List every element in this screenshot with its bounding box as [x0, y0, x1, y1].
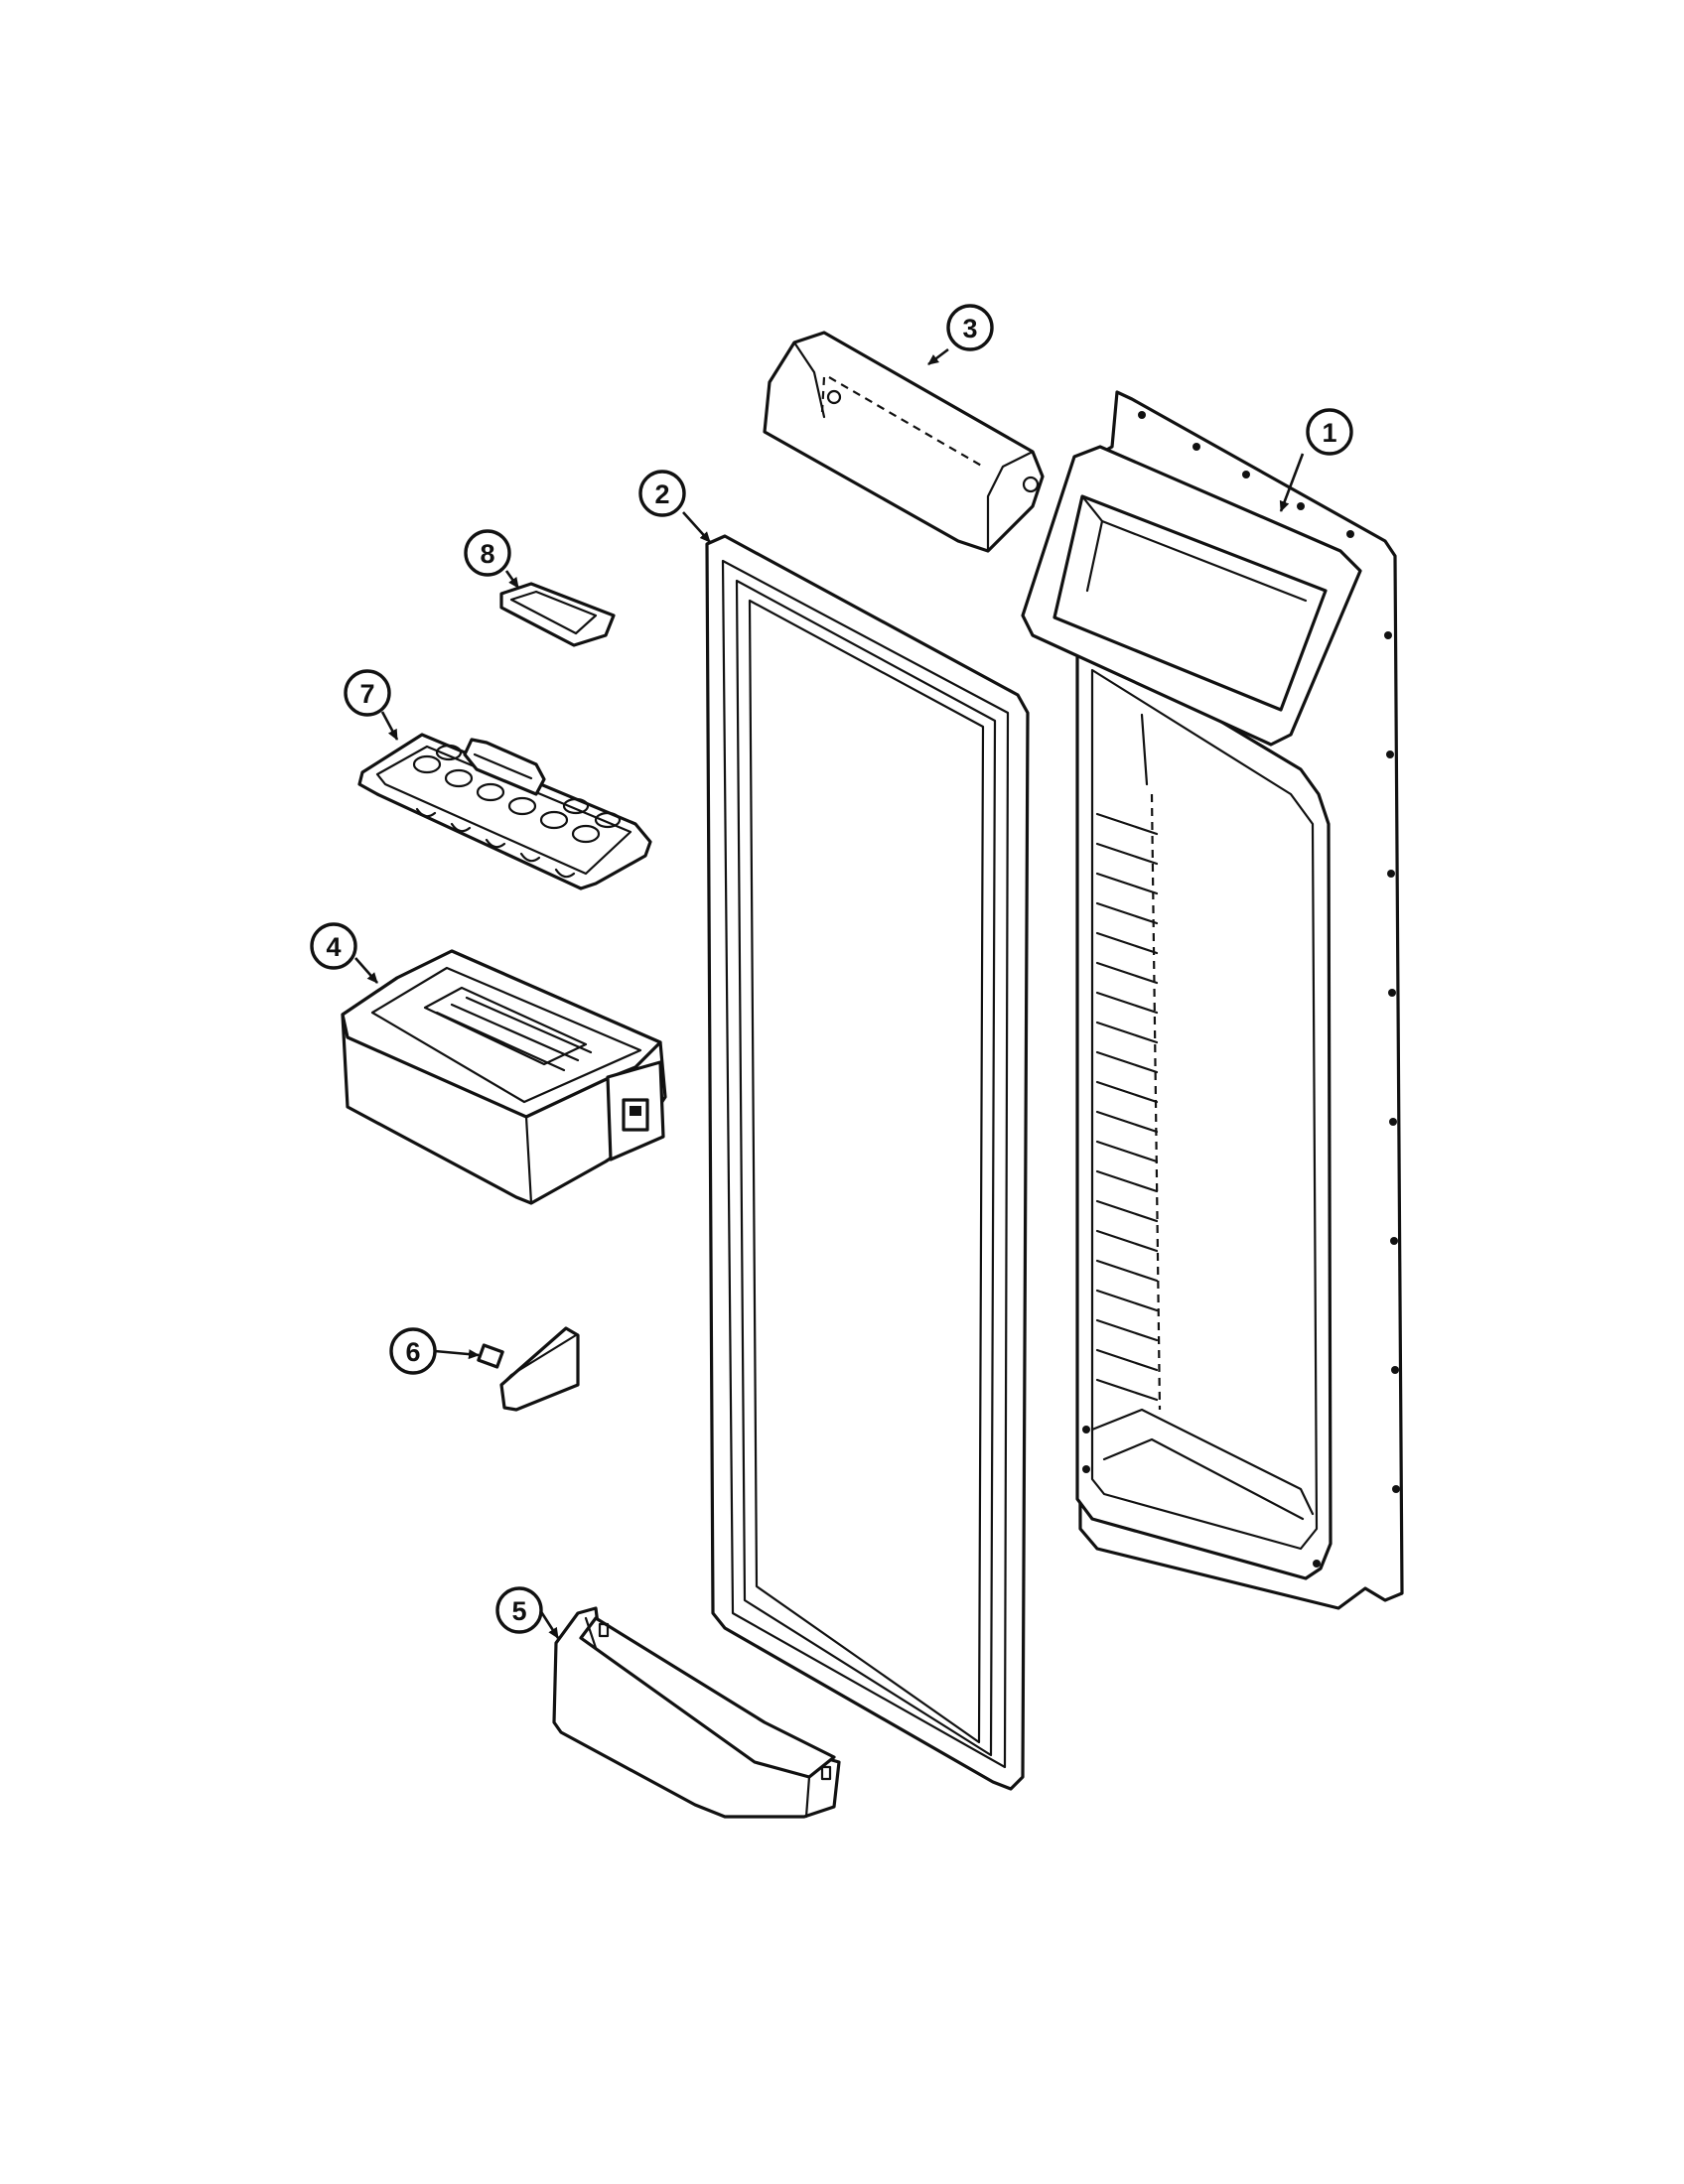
ice-bucket-part [341, 949, 667, 1205]
callout-4: 4 [310, 922, 378, 984]
callout-3: 3 [927, 304, 994, 366]
ice-tray-part [357, 733, 652, 890]
ice-tray-cups [412, 744, 622, 844]
callout-6: 6 [389, 1327, 480, 1375]
door-gasket-part [705, 534, 1030, 1791]
callout-2-label: 2 [654, 479, 669, 509]
ice-chute-cover-part [763, 331, 1045, 553]
callout-5: 5 [495, 1586, 560, 1639]
callout-8-label: 8 [480, 539, 494, 569]
callout-7: 7 [344, 669, 399, 741]
callout-2: 2 [638, 470, 711, 543]
door-liner-rails [1095, 713, 1162, 1411]
callout-5-label: 5 [511, 1596, 526, 1626]
callout-6-label: 6 [405, 1337, 420, 1367]
callout-1-label: 1 [1322, 418, 1336, 448]
door-liner-screw-holes [1082, 411, 1400, 1568]
callout-4-label: 4 [326, 932, 341, 962]
tray-clip-part [499, 582, 616, 647]
door-liner-part [1021, 390, 1404, 1610]
door-bin-part [552, 1606, 841, 1819]
callout-7-label: 7 [359, 679, 374, 709]
callout-8: 8 [464, 529, 520, 589]
callout-3-label: 3 [962, 314, 977, 343]
callout-1: 1 [1279, 408, 1353, 512]
bin-bracket-part [477, 1326, 580, 1412]
